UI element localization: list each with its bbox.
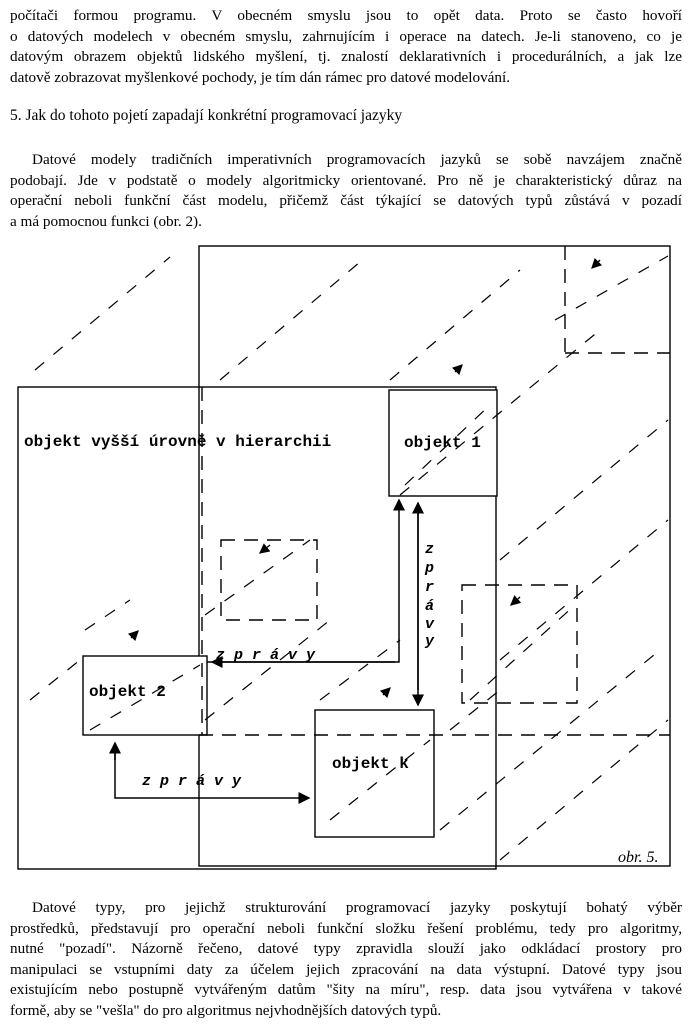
text-line: operační neboli funkční část modelu, při… — [10, 192, 682, 209]
object-2-label: objekt 2 — [89, 683, 166, 701]
object-2-box — [82, 655, 208, 736]
svg-text:v: v — [425, 616, 435, 633]
text-line: počítači formou programu. V obecném smys… — [10, 7, 682, 24]
object-k-label: objekt k — [332, 755, 409, 773]
svg-text:y: y — [424, 633, 435, 650]
text-line: datově zobrazovat myšlenkové pochody, je… — [10, 68, 511, 86]
text-line: o datových modelech v obecném smyslu, za… — [10, 27, 682, 45]
paragraph-2: Datové modely tradičních imperativních p… — [10, 150, 682, 232]
figure-number: obr. 5. — [618, 849, 658, 866]
text-line: nutné "pozadí". Názorně řečeno, datové t… — [10, 940, 682, 957]
object-1-box — [388, 389, 498, 497]
messages-label-upper: z p r á v y — [216, 647, 316, 664]
svg-text:á: á — [425, 598, 434, 615]
messages-vertical-label: z p r á v y — [424, 541, 435, 650]
higher-level-object-label: objekt vyšší úrovně v hierarchii — [24, 433, 331, 451]
object-1-label: objekt 1 — [404, 434, 481, 452]
message-arrow-obj2-objk — [114, 746, 311, 804]
paragraph-3: Datové typy, pro jejichž strukturování p… — [10, 898, 682, 1021]
text-line: manipulaci se vstupními daty za účelem j… — [10, 960, 682, 978]
text-line: a má pomocnou funkci (obr. 2). — [10, 212, 202, 230]
intro-paragraph: počítači formou programu. V obecném smys… — [10, 6, 682, 88]
svg-text:p: p — [424, 560, 434, 577]
section-heading: 5. Jak do tohoto pojetí zapadají konkrét… — [10, 107, 403, 124]
messages-label-lower: z p r á v y — [142, 773, 242, 790]
text-line: Datové modely tradičních imperativních p… — [32, 151, 682, 168]
svg-text:z: z — [425, 541, 434, 558]
text-line: formě, aby se "vešla" do pro algoritmus … — [10, 1001, 442, 1019]
text-line: prostředků, představují pro operační neb… — [10, 919, 682, 937]
text-line: datovým obrazem objektů lidského myšlení… — [10, 48, 682, 65]
svg-text:r: r — [425, 579, 434, 596]
text-line: Datové typy, pro jejichž strukturování p… — [32, 899, 682, 916]
back-box — [198, 245, 671, 867]
higher-level-object-box — [17, 386, 497, 870]
text-line: existujícím nebo postupně vytvářeným dat… — [10, 981, 682, 998]
text-line: podobají. Jde v podstatě o modely algori… — [10, 171, 682, 189]
message-arrow-obj2-obj1 — [207, 498, 405, 663]
